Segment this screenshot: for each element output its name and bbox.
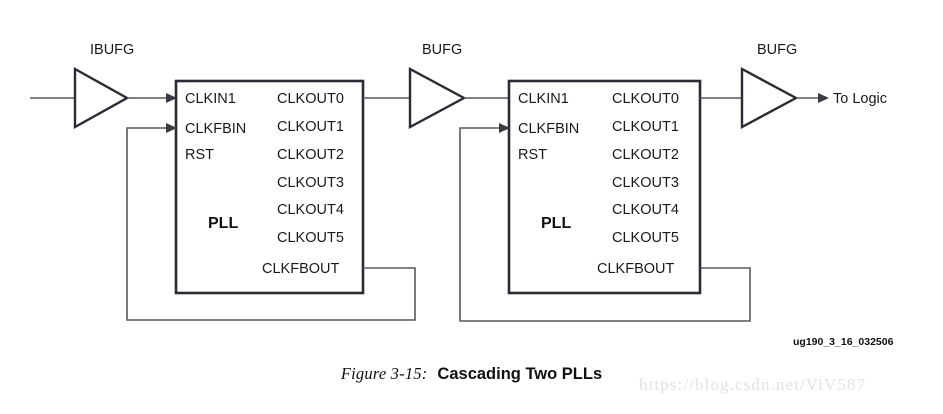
pll-2-output-clkout3: CLKOUT3 xyxy=(612,175,679,191)
pll-2-output-clkout2: CLKOUT2 xyxy=(612,147,679,163)
figure-caption-label: Figure 3-15: xyxy=(340,364,428,383)
pll-2-input-clkin1: CLKIN1 xyxy=(518,91,569,107)
figure-caption-title: Cascading Two PLLs xyxy=(437,365,603,383)
bufg-buffer-1[interactable] xyxy=(408,66,467,130)
pll-2-block[interactable] xyxy=(507,79,702,295)
pll-1-block[interactable] xyxy=(174,79,365,295)
pll-2-output-clkout0: CLKOUT0 xyxy=(612,91,679,107)
bufg-2-label: BUFG xyxy=(757,42,797,58)
ibufg-1-label: IBUFG xyxy=(90,42,134,58)
pll-1-output-clkout4: CLKOUT4 xyxy=(277,202,344,218)
pll-1-input-rst: RST xyxy=(185,147,214,163)
wire-ibufg-to-pll1-clkin1 xyxy=(127,93,177,103)
pll-2-output-clkfbout: CLKFBOUT xyxy=(597,261,674,277)
pll-2-input-clkfbin: CLKFBIN xyxy=(518,121,579,137)
pll-1-input-clkin1: CLKIN1 xyxy=(185,91,236,107)
pll-2-output-clkout4: CLKOUT4 xyxy=(612,202,679,218)
bufg-1-label: BUFG xyxy=(422,42,462,58)
wire-bufg2-to-logic xyxy=(796,93,829,103)
pll-1-name: PLL xyxy=(208,215,238,232)
pll-1-output-clkout2: CLKOUT2 xyxy=(277,147,344,163)
pll-1-input-clkfbin: CLKFBIN xyxy=(185,121,246,137)
pll-2-input-rst: RST xyxy=(518,147,547,163)
pll-1-output-clkout1: CLKOUT1 xyxy=(277,119,344,135)
pll-2-output-clkout5: CLKOUT5 xyxy=(612,230,679,246)
bufg-buffer-2[interactable] xyxy=(740,66,799,130)
to-logic-label: To Logic xyxy=(833,91,887,107)
pll-1-output-clkout5: CLKOUT5 xyxy=(277,230,344,246)
figure-id: ug190_3_16_032506 xyxy=(793,336,894,348)
pll-2-name: PLL xyxy=(541,215,571,232)
pll-2-output-clkout1: CLKOUT1 xyxy=(612,119,679,135)
pll-1-output-clkfbout: CLKFBOUT xyxy=(262,261,339,277)
pll-1-output-clkout0: CLKOUT0 xyxy=(277,91,344,107)
watermark-url: https://blog.csdn.net/ViV587 xyxy=(639,375,867,394)
pll-1-feedback-path xyxy=(126,123,416,321)
figure-caption: Figure 3-15: Cascading Two PLLs xyxy=(0,364,943,384)
pll-2-feedback-path xyxy=(459,123,751,322)
pll-1-output-clkout3: CLKOUT3 xyxy=(277,175,344,191)
ibufg-buffer-1[interactable] xyxy=(73,66,130,130)
